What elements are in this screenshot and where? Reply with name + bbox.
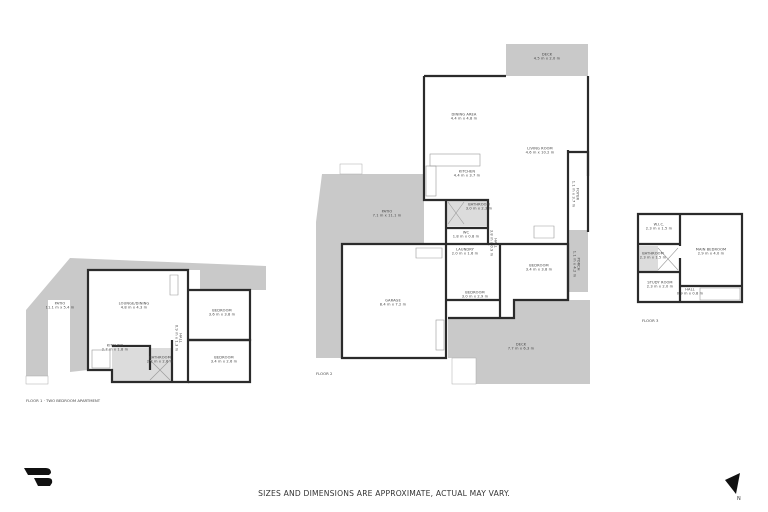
room-label: Bedroom 3.4 m x 2.6 m [210, 355, 238, 364]
floor-2-caption: FLOOR 2 [316, 371, 333, 376]
room-label: Hall 0.9 m x 0.8 m [676, 287, 704, 296]
floor1-patio-area [26, 258, 266, 378]
room-label: Foyer 1.1 m x 3.7 m [571, 180, 580, 208]
room-label: Hall 3.8 m x 0.9 m [489, 229, 498, 257]
floor-1-plan [25, 258, 266, 385]
brand-logo-icon [24, 468, 53, 486]
room-label: Study Room 2.3 m x 2.0 m [646, 280, 674, 289]
floor-3-caption: FLOOR 3 [642, 318, 659, 323]
room-label: Kitchen 4.4 m x 3.7 m [453, 169, 481, 178]
room-label: Deck 4.5 m x 2.0 m [533, 52, 561, 61]
room-label: Porch 1.1 m x 4.2 m [572, 250, 581, 278]
room-label: Bathroom 2.3 m x 1.5 m [639, 251, 667, 260]
room-label: Laundry 2.0 m x 1.6 m [451, 247, 479, 256]
room-label: Garage 8.4 m x 7.2 m [379, 298, 407, 307]
room-label: Hall 0.9 m x 1.3 m [174, 324, 183, 352]
room-label: Bedroom 3.6 m x 3.8 m [208, 308, 236, 317]
room-label: Bedroom 3.4 m x 3.8 m [525, 263, 553, 272]
room-label: Main Bedroom 2.9 m x 4.0 m [695, 247, 727, 256]
north-arrow-icon [725, 473, 740, 494]
room-label: Living Room 4.6 m x 10.2 m [525, 146, 555, 155]
room-label: Lounge/Dining 4.8 m x 4.3 m [118, 301, 150, 310]
floor-1-caption: FLOOR 1 · TWO BEDROOM APARTMENT [26, 398, 101, 403]
compass-north-label: N [737, 496, 741, 502]
room-label: Bedroom 3.0 m x 2.9 m [461, 290, 489, 299]
room-label: Patio 7.1 m x 11.1 m [372, 209, 402, 218]
disclaimer-text: SIZES AND DIMENSIONS ARE APPROXIMATE, AC… [258, 489, 510, 498]
room-label: Bathroom 3.0 m x 2.3 m [465, 202, 493, 211]
room-label: Bathroom 2.2 m x 2.6 m [146, 355, 174, 364]
room-label: WC 1.8 m x 0.8 m [452, 230, 480, 239]
floor-3-plan [636, 212, 744, 304]
room-label: Patio 11.1 m x 5.4 m [45, 301, 75, 310]
room-label: W.I.C. 2.3 m x 1.5 m [645, 222, 673, 231]
room-label: Dining Area 4.4 m x 4.8 m [450, 112, 478, 121]
room-label: Deck 7.7 m x 6.3 m [507, 342, 535, 351]
floor-2-plan [316, 44, 590, 385]
room-label: Kitchen 2.7 m x 1.8 m [101, 343, 129, 352]
